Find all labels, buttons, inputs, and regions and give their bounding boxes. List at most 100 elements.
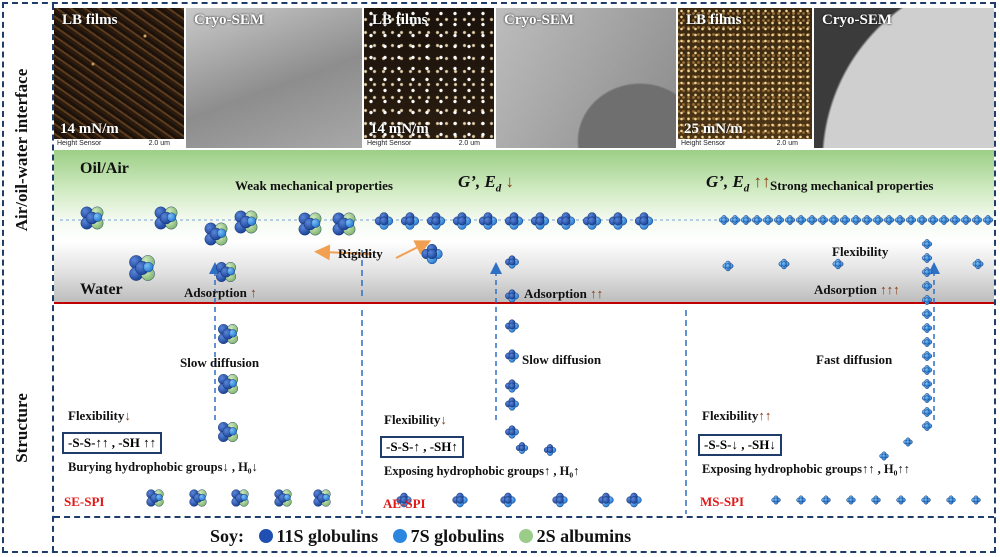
protein-subunit: [963, 217, 969, 223]
protein-subunit: [924, 339, 930, 345]
surface-pressure-label: 25 mN/m: [684, 121, 743, 137]
protein-subunit: [924, 353, 930, 359]
sem-title: Cryo-SEM: [194, 12, 264, 28]
protein-subunit: [630, 496, 638, 504]
oil-air-label: Oil/Air: [80, 160, 129, 177]
protein-subunit: [924, 409, 930, 415]
legend: Soy: 11S globulins 7S globulins 2S album…: [210, 526, 631, 547]
protein-subunit: [508, 258, 516, 266]
diffusion-ae: Slow diffusion: [522, 352, 602, 367]
protein-subunit: [974, 217, 980, 223]
protein-subunit: [508, 428, 516, 436]
adsorption-se: Adsorption ↑: [184, 285, 257, 300]
protein-subunit: [798, 217, 804, 223]
legend-item-11s: 11S globulins: [276, 526, 379, 546]
protein-subunit: [835, 261, 841, 267]
protein-subunit: [92, 212, 103, 222]
protein-subunit: [842, 217, 848, 223]
modulus-label-ms: G’, Ed ↑↑: [706, 172, 771, 195]
protein-subunit: [240, 493, 248, 501]
surface-pressure-label: 14 mN/m: [370, 121, 429, 137]
legend-11s-dot: [258, 529, 273, 543]
protein-subunit: [508, 400, 516, 408]
sem-title: Cryo-SEM: [822, 12, 892, 28]
disulfide-box-ae: -S-S-↑ , -SH↑: [380, 436, 464, 458]
protein-subunit: [924, 395, 930, 401]
protein-subunit: [975, 261, 981, 267]
protein-subunit: [941, 217, 947, 223]
protein-subunit: [345, 218, 355, 228]
protein-subunit: [875, 217, 881, 223]
protein-subunit: [602, 496, 610, 504]
protein-subunit: [873, 497, 879, 503]
flexibility-interface-label: Flexibility: [832, 244, 889, 259]
surface-pressure-label: 14 mN/m: [60, 121, 119, 137]
disulfide-box-se: -S-S-↑↑ , -SH ↑↑: [62, 432, 163, 454]
lb-title: LB films: [686, 12, 742, 28]
legend-divider: [54, 516, 994, 518]
protein-subunit: [400, 496, 408, 504]
protein-subunit: [897, 217, 903, 223]
adsorption-ae: Adsorption ↑↑: [524, 286, 604, 301]
lb-film-image-ae: LB films 14 mN/m Height Sensor 2.0 um: [364, 8, 494, 148]
protein-subunit: [985, 217, 991, 223]
protein-subunit: [773, 497, 779, 503]
strong-mechanical-label: Strong mechanical properties: [770, 178, 934, 193]
protein-subunit: [732, 217, 738, 223]
protein-subunit: [924, 283, 930, 289]
protein-subunit: [547, 447, 554, 454]
protein-subunit: [886, 217, 892, 223]
protein-subunit: [798, 497, 804, 503]
legend-7s-dot: [392, 529, 407, 543]
protein-subunit: [198, 493, 206, 501]
rigidity-label: Rigidity: [338, 246, 383, 261]
protein-subunit: [167, 212, 177, 222]
protein-subunit: [508, 292, 516, 300]
protein-subunit: [924, 423, 930, 429]
protein-subunit: [456, 496, 464, 504]
flexibility-ms: Flexibility↑↑: [702, 408, 772, 423]
protein-subunit: [924, 367, 930, 373]
interface-line: [54, 302, 994, 304]
hydrophobic-ae: Exposing hydrophobic groups↑ , H₀↑: [384, 464, 580, 478]
protein-subunit: [919, 217, 925, 223]
protein-subunit: [820, 217, 826, 223]
protein-subunit: [155, 493, 163, 501]
diffusion-se: Slow diffusion: [180, 355, 260, 370]
protein-subunit: [930, 217, 936, 223]
protein-subunit: [924, 241, 930, 247]
weak-mechanical-label: Weak mechanical properties: [235, 178, 393, 193]
protein-subunit: [853, 217, 859, 223]
sem-title: Cryo-SEM: [504, 12, 574, 28]
protein-subunit: [924, 297, 930, 303]
protein-subunit: [431, 216, 441, 226]
cryo-sem-image-se: Cryo-SEM: [186, 8, 362, 148]
protein-subunit: [426, 248, 438, 260]
flexibility-se: Flexibility↓: [68, 408, 131, 423]
protein-subunit: [924, 269, 930, 275]
scale-label: 2.0 um: [776, 140, 798, 147]
protein-subunit: [561, 216, 571, 226]
protein-subunit: [457, 216, 467, 226]
protein-subunit: [743, 217, 749, 223]
protein-subunit: [848, 497, 854, 503]
hydrophobic-ms: Exposing hydrophobic groups↑↑ , H₀↑↑: [702, 462, 910, 476]
sample-label-se: SE-SPI: [64, 494, 105, 509]
protein-subunit: [924, 381, 930, 387]
lb-film-image-ms: LB films 25 mN/m Height Sensor 2.0 um: [678, 8, 812, 148]
legend-prefix: Soy:: [210, 526, 245, 546]
lb-film-image-se: LB films 14 mN/m Height Sensor 2.0 um: [54, 8, 184, 148]
protein-subunit: [508, 382, 516, 390]
protein-subunit: [613, 216, 623, 226]
scale-label: 2.0 um: [458, 140, 480, 147]
protein-subunit: [948, 497, 954, 503]
protein-subunit: [556, 496, 564, 504]
protein-subunit: [247, 216, 257, 226]
water-label: Water: [80, 281, 123, 298]
hydrophobic-se: Burying hydrophobic groups↓ , H₀↓: [68, 460, 258, 474]
flexibility-ae: Flexibility↓: [384, 412, 447, 427]
protein-subunit: [508, 352, 516, 360]
protein-subunit: [504, 496, 512, 504]
